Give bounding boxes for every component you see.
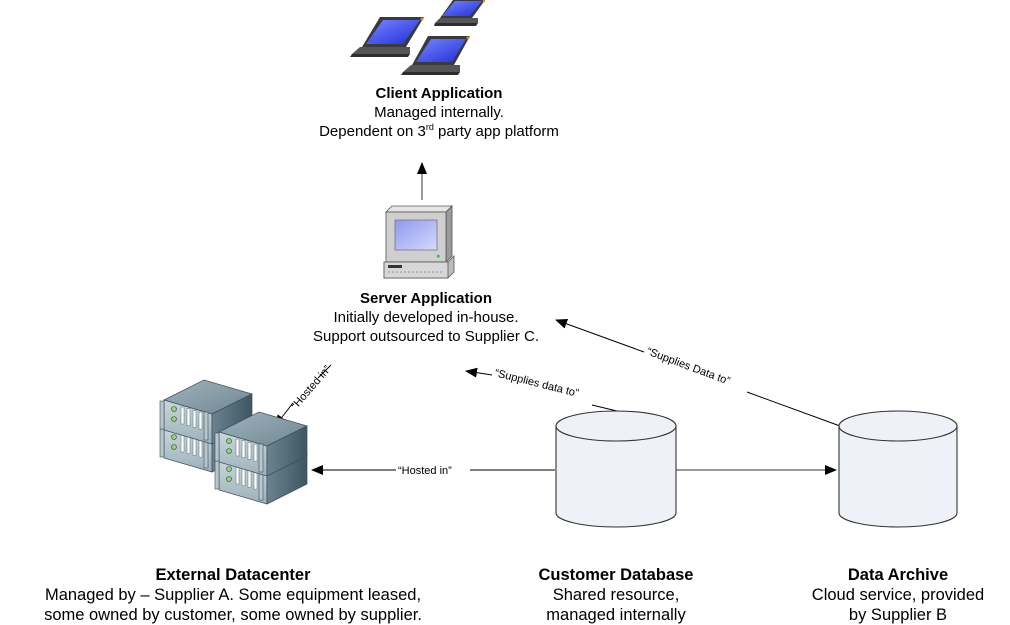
edge-label-hosted-in-1: “Hosted in”	[289, 363, 334, 412]
edge-label-hosted-in-2: “Hosted in”	[398, 465, 452, 477]
edge-label-supplies-Data-to: “Supplies Data to”	[645, 346, 732, 388]
database-label: Customer Database Shared resource, manag…	[496, 565, 736, 625]
archive-title: Data Archive	[847, 566, 949, 584]
database-cylinder-icon[interactable]	[555, 410, 677, 528]
client-label: Client Application Managed internally. D…	[289, 84, 589, 141]
database-title: Customer Database	[538, 566, 694, 584]
server-line1: Initially developed in-house.	[333, 309, 519, 326]
server-label: Server Application Initially developed i…	[266, 289, 586, 346]
archive-line2: by Supplier B	[848, 606, 948, 624]
edge-label-supplies-data-to: “Supplies data to”	[493, 367, 580, 400]
edge-database-supplies-server: “Supplies data to”	[465, 367, 618, 412]
datacenter-label: External Datacenter Managed by – Supplie…	[0, 565, 466, 625]
edge-archive-supplies-server: “Supplies Data to”	[555, 319, 841, 427]
server-unit	[214, 411, 308, 477]
datacenter-title: External Datacenter	[155, 566, 311, 584]
edge-database-hosted-in-datacenter: “Hosted in”	[311, 465, 555, 477]
server-rack-icon[interactable]	[159, 379, 308, 505]
client-title: Client Application	[375, 85, 503, 102]
server-title: Server Application	[360, 290, 492, 307]
laptops-icon[interactable]	[350, 0, 486, 75]
archive-cylinder-icon[interactable]	[838, 410, 958, 528]
computer-icon[interactable]	[383, 205, 455, 279]
database-line1: Shared resource,	[552, 586, 680, 604]
datacenter-line1: Managed by – Supplier A. Some equipment …	[44, 586, 422, 604]
archive-label: Data Archive Cloud service, provided by …	[778, 565, 1010, 625]
client-line2: Dependent on 3rd party app platform	[319, 122, 559, 141]
edge-server-hosted-in-datacenter: “Hosted in”	[274, 363, 334, 427]
server-line2: Support outsourced to Supplier C.	[313, 328, 539, 345]
datacenter-line2: some owned by customer, some owned by su…	[44, 606, 422, 624]
archive-line1: Cloud service, provided	[811, 586, 985, 604]
client-line1: Managed internally.	[374, 104, 504, 121]
database-line2: managed internally	[546, 606, 686, 624]
